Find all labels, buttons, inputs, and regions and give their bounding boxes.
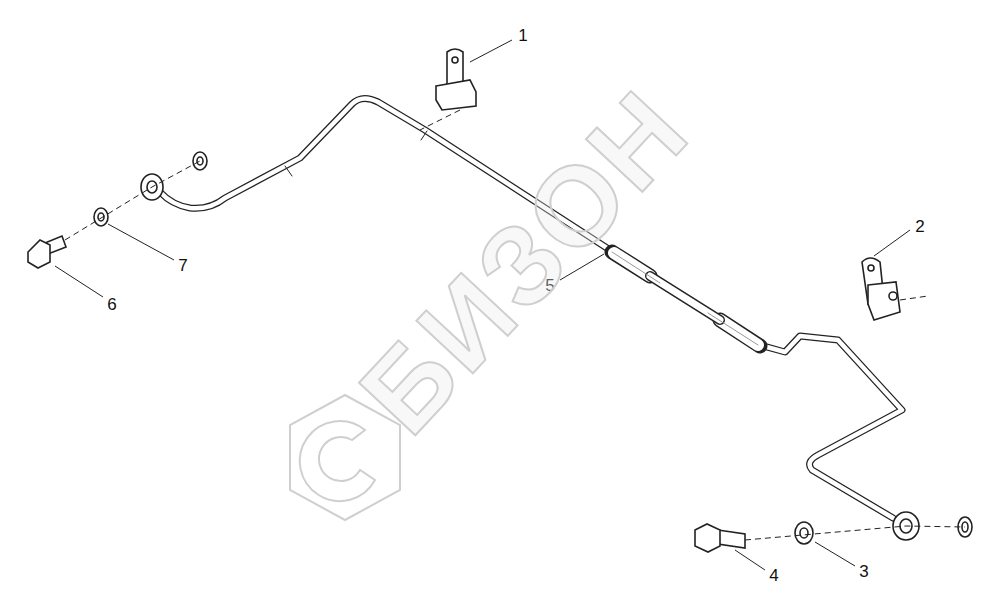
callout-number: 1 (517, 27, 528, 44)
sleeve-outline (612, 252, 760, 346)
pipe-mark (285, 131, 427, 176)
callout-number: 2 (914, 218, 925, 235)
sleeve-line (612, 252, 758, 345)
callout-number: 6 (106, 296, 117, 313)
callout-number: 7 (177, 257, 188, 274)
watermark: БИЗОН (342, 71, 709, 453)
callout-number: 3 (858, 563, 869, 580)
leader-line (55, 40, 910, 570)
callout-number: 4 (768, 567, 779, 584)
